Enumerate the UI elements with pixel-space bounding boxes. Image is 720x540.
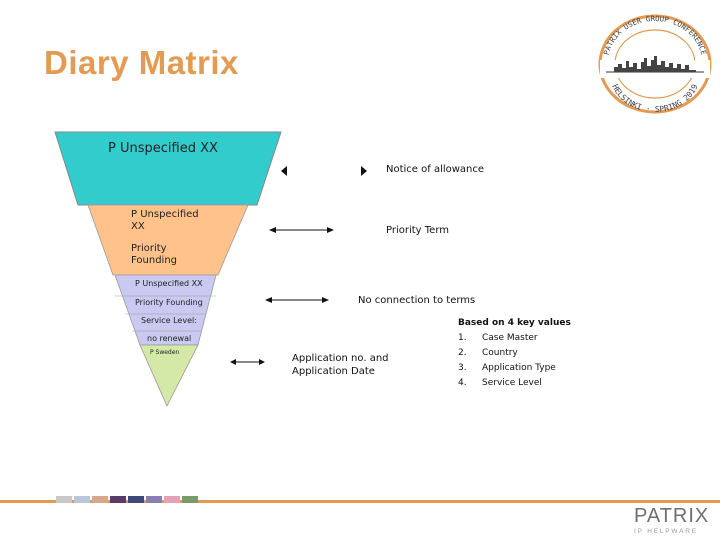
footer-swatch (182, 496, 198, 503)
arrowhead-right-icon (361, 166, 367, 176)
level3-line1: P Unspecified XX (135, 279, 203, 288)
level2-line2: XX (131, 221, 145, 232)
level2-line3: Priority (131, 243, 167, 254)
footer-swatch (56, 496, 72, 503)
footer-swatch (110, 496, 126, 503)
level3-line4: no renewal (147, 334, 192, 343)
patrix-logo: PATRIX IP HELPWARE (634, 505, 714, 537)
arrowhead-left-icon (281, 166, 287, 176)
list-item: 3.Application Type (458, 363, 556, 373)
level3-line2: Priority Founding (135, 298, 203, 307)
no-connection-label: No connection to terms (358, 295, 476, 306)
level3-line3: Service Level: (141, 316, 197, 325)
application-label-line2: Application Date (292, 366, 375, 377)
level1-text: P Unspecified XX (108, 141, 218, 156)
level4-text: P Sweden (150, 349, 180, 356)
footer-rule (0, 500, 720, 503)
notice-of-allowance-label: Notice of allowance (386, 164, 485, 175)
level2-line4: Founding (131, 255, 178, 266)
application-label-line1: Application no. and (292, 353, 389, 364)
logo-wordmark: PATRIX (634, 505, 710, 527)
list-item: 1.Case Master (458, 333, 538, 343)
double-arrow-priority-term (269, 227, 334, 233)
footer-swatch (164, 496, 180, 503)
footer-color-swatches (56, 496, 200, 503)
footer-swatch (74, 496, 90, 503)
level2-line1: P Unspecified (131, 209, 199, 220)
logo-tagline: IP HELPWARE (634, 528, 698, 535)
footer-swatch (146, 496, 162, 503)
double-arrow-no-connection (265, 297, 329, 303)
double-arrow-application (230, 359, 265, 365)
footer-swatch (128, 496, 144, 503)
list-item: 2.Country (458, 348, 518, 358)
list-item: 4.Service Level (458, 378, 542, 388)
funnel-level-4 (139, 344, 199, 407)
funnel-level-1 (54, 131, 282, 206)
conference-seal: PATRIX USER GROUP CONFERENCE HELSINKI · … (598, 14, 712, 114)
priority-term-label: Priority Term (386, 225, 450, 236)
slide-title: Diary Matrix (44, 44, 239, 81)
key-values-heading: Based on 4 key values (458, 318, 571, 328)
footer-swatch (92, 496, 108, 503)
funnel-level-2 (87, 204, 249, 276)
key-values-list: Based on 4 key values 1.Case Master 2.Co… (458, 318, 571, 393)
